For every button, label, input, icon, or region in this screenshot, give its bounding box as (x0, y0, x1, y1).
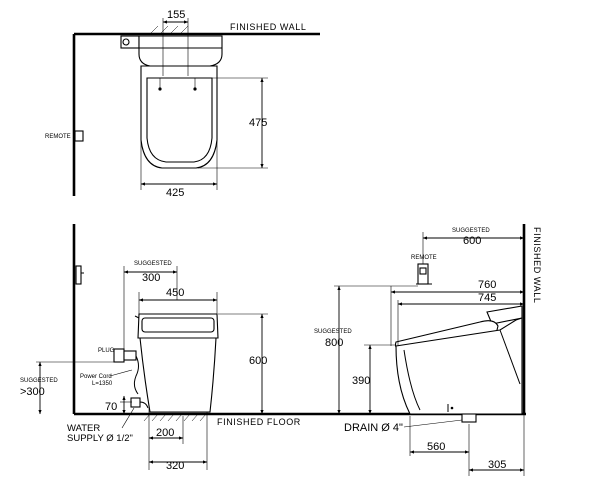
top-view-remote-label: REMOTE (45, 134, 71, 140)
front-view-supply-valve (130, 397, 141, 408)
side-view-remote-label: REMOTE (411, 255, 437, 261)
dim-600-label: 600 (249, 355, 267, 367)
dim-70-label: 70 (105, 401, 117, 413)
side-view: FINISHED WALL REMOTE DRAIN Ø 4" SUGGESTE… (314, 224, 542, 476)
side-view-body (395, 317, 523, 415)
dim-425-label: 425 (166, 187, 184, 199)
dim-760-label: 760 (478, 279, 496, 291)
side-suggested-label: SUGGESTED (452, 228, 490, 234)
front-view-wall-bracket (75, 265, 82, 285)
dim-320-label: 320 (166, 460, 184, 472)
top-view-wall-hatch (149, 25, 189, 35)
dim-200-label: 200 (156, 427, 174, 439)
drain-label: DRAIN Ø 4" (344, 422, 403, 434)
top-view-remote (74, 130, 84, 142)
power-cord-label-line1: Power Cord (80, 374, 112, 380)
front-view-bowl-body (139, 337, 217, 413)
finished-floor-label: FINISHED FLOOR (217, 417, 301, 427)
plug-label: PLUG (98, 348, 115, 354)
front-view-plug (113, 348, 125, 363)
top-view: FINISHED WALL REMOTE 155 475 425 (45, 9, 320, 199)
front-view: FINISHED FLOOR PLUG Power Cord L=1350 WA… (20, 224, 526, 472)
dim-300-top-label: 300 (142, 272, 160, 284)
dim-390-label: 390 (352, 375, 370, 387)
dim-gt300-suggested-label: SUGGESTED (20, 378, 58, 384)
top-view-supply-knob (122, 38, 130, 46)
top-view-wall-label: FINISHED WALL (230, 22, 306, 32)
dim-800-label: 800 (325, 337, 343, 349)
power-cord-label-line2: L=1350 (92, 381, 113, 387)
top-view-seat-outline (146, 77, 213, 163)
dim-560-label: 560 (427, 441, 445, 453)
dim-600-side-label: 600 (463, 235, 481, 247)
dim-gt300-label: >300 (20, 386, 45, 398)
side-view-wall-label: FINISHED WALL (532, 227, 542, 303)
top-view-tank-outline (138, 35, 223, 67)
dim-305-label: 305 (488, 459, 506, 471)
dim-155-label: 155 (167, 9, 185, 21)
water-supply-label-line2: SUPPLY Ø 1/2" (67, 433, 133, 444)
dim-475-label: 475 (249, 117, 267, 129)
dim-745-label: 745 (478, 292, 496, 304)
front-suggested-label: SUGGESTED (134, 261, 172, 267)
dim-450-label: 450 (166, 287, 184, 299)
dim-800-suggested-label: SUGGESTED (314, 329, 352, 335)
side-view-drain (461, 413, 477, 423)
water-supply-label-line1: WATER (67, 423, 100, 434)
